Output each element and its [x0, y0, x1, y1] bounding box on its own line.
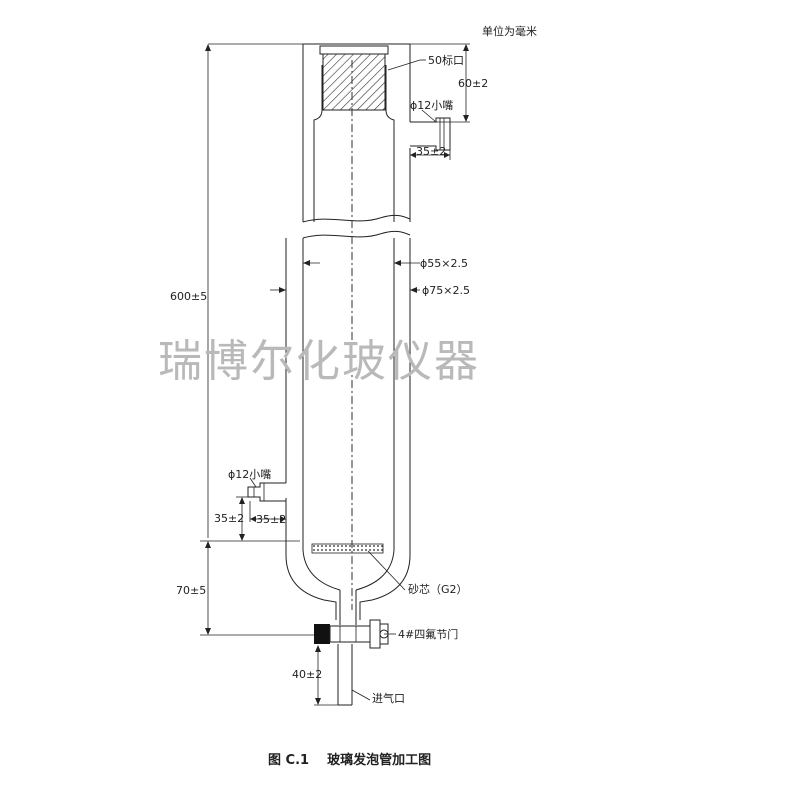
sintered-frit	[311, 543, 384, 554]
lower-side-spout	[247, 482, 286, 502]
watermark: 瑞博尔化玻仪器	[158, 336, 480, 387]
upper-side-spout	[410, 117, 451, 151]
ptfe-stopcock	[314, 619, 389, 649]
label-gas-inlet: 进气口	[372, 691, 405, 705]
label-upper-spout: ϕ12小嘴	[410, 99, 453, 112]
dimension-lines	[200, 43, 470, 706]
gas-inlet-stem	[337, 644, 353, 706]
lower-tube-segment	[285, 238, 411, 625]
label-upper-spout-dim: 35±2	[416, 145, 446, 158]
label-lower-spout-height: 35±2	[214, 512, 244, 525]
label-stopcock: 4#四氟节门	[398, 627, 458, 641]
label-top-mouth: 50标口	[428, 53, 464, 67]
unit-note: 单位为毫米	[482, 24, 537, 38]
label-stem-dim: 40±2	[292, 668, 322, 681]
label-lower-spout: ϕ12小嘴	[228, 468, 271, 481]
figure-caption: 图 C.1 玻璃发泡管加工图	[268, 752, 431, 768]
label-frit: 砂芯（G2）	[408, 582, 468, 596]
label-inner-tube: ϕ55×2.5	[420, 257, 468, 270]
label-lower-spout-dim: 35±2	[256, 513, 286, 526]
label-total-length: 600±5	[170, 290, 207, 303]
label-top-dim: 60±2	[458, 77, 488, 90]
label-outer-tube: ϕ75×2.5	[422, 284, 470, 297]
upper-tube-segment	[302, 43, 411, 239]
label-bottom-dim: 70±5	[176, 584, 206, 597]
